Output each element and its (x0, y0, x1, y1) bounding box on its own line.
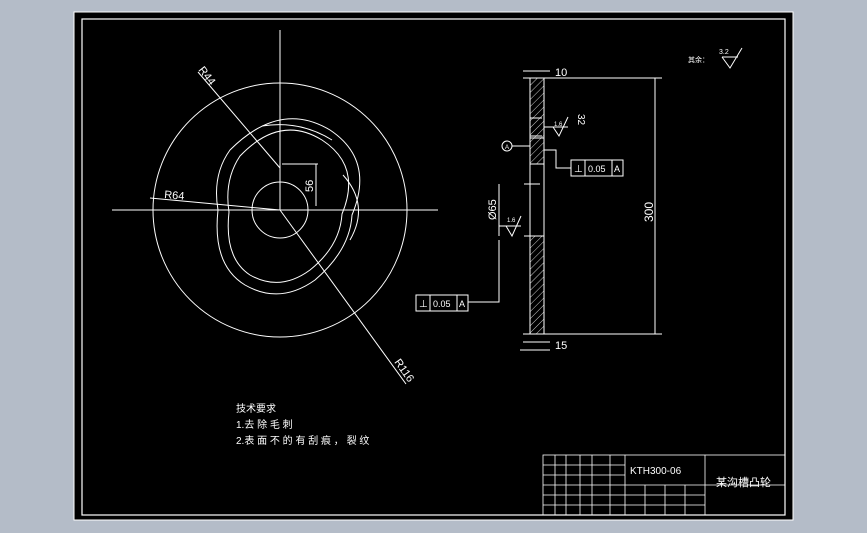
groove-outer-edge (216, 118, 361, 295)
tolerance-2-datum: A (459, 299, 465, 309)
bore-circle (251, 181, 309, 239)
sheet-inner-border (81, 18, 786, 516)
section-hatch-bottom (529, 235, 545, 335)
dim-bottom-width: 15 (555, 340, 567, 352)
tolerance-1-datum: A (614, 164, 620, 174)
r116-leader (279, 209, 407, 385)
r44-leader (197, 71, 281, 169)
technical-notes: 技术要求 1.去 除 毛 刺 2.表 面 不 的 有 刮 痕 ， 裂 纹 (236, 402, 369, 447)
tolerance-2-value: 0.05 (433, 299, 451, 309)
groove-arc (342, 174, 359, 241)
groove-arc (261, 124, 333, 141)
drawing-number: KTH300-06 (630, 466, 682, 477)
tolerance-1-value: 0.05 (588, 164, 606, 174)
roughness-bore-value: 1.6 (507, 218, 516, 224)
datum-label: A (505, 145, 509, 151)
roughness-label: 其余： (688, 55, 709, 64)
dim-top-width: 10 (555, 67, 567, 79)
cam-side-section: A 10 15 300 Ø65 1.6 32 1.6 (468, 67, 662, 352)
tolerance-1-symbol: ⊥ (574, 164, 583, 175)
outer-circle (152, 82, 408, 338)
dim-bore: Ø65 (487, 199, 499, 220)
roughness-groove-depth: 32 (575, 114, 586, 126)
tolerance-2-symbol: ⊥ (419, 299, 428, 310)
dim-56: 56 (304, 180, 316, 192)
dim-r64: R64 (164, 189, 185, 203)
title-block (542, 454, 786, 516)
roughness-value: 3.2 (719, 49, 729, 56)
roughness-bore-symbol (505, 215, 522, 238)
roughness-groove-symbol (552, 116, 569, 138)
dim-height: 300 (642, 202, 656, 222)
notes-heading: 技术要求 (236, 402, 276, 415)
part-name: 某沟槽凸轮 (716, 475, 771, 489)
notes-line-2: 2.表 面 不 的 有 刮 痕 ， 裂 纹 (236, 434, 369, 447)
roughness-groove-value: 1.6 (554, 122, 563, 128)
groove-inner-edge (227, 129, 350, 283)
sheet-outer-border (73, 11, 794, 521)
r64-leader (149, 197, 281, 211)
section-hatch-mid (529, 137, 545, 165)
section-hatch-top (529, 77, 545, 139)
tolerance-frame-1: ⊥ 0.05 A (570, 159, 624, 177)
general-roughness-symbol: 其余： 3.2 (688, 47, 743, 69)
cam-front-view (112, 30, 438, 385)
notes-line-1: 1.去 除 毛 刺 (236, 418, 293, 431)
tolerance-frame-2: ⊥ 0.05 A (415, 294, 469, 312)
